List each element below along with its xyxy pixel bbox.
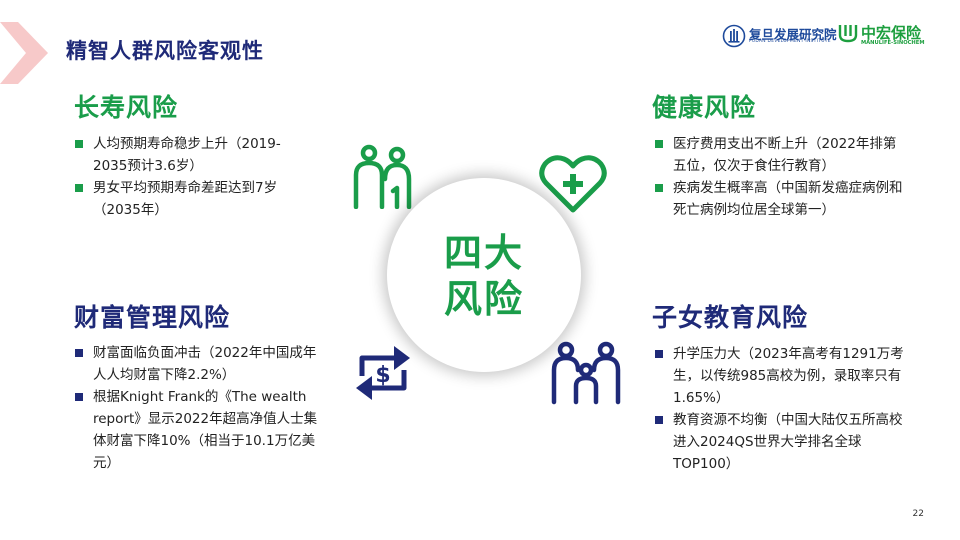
center-label: 四大 风险 [387, 230, 581, 322]
fudan-logo-text: 复旦发展研究院 [749, 27, 837, 42]
zhonghong-mark-icon [838, 25, 858, 43]
wealth-risk-title: 财富管理风险 [74, 303, 231, 332]
longevity-risk-title: 长寿风险 [74, 93, 179, 122]
education-risk-title: 子女教育风险 [652, 303, 809, 332]
zhonghong-logo-text: 中宏保险 [861, 24, 922, 42]
zhonghong-logo-subtext: MANULIFE-SINOCHEM [861, 40, 925, 46]
bullet-square-icon [655, 416, 663, 424]
zhonghong-logo: 中宏保险 MANULIFE-SINOCHEM [837, 22, 929, 48]
list-item: 医疗费用支出不断上升（2022年排第五位，仅次于食住行教育） [654, 133, 908, 177]
list-item: 人均预期寿命稳步上升（2019-2035预计3.6岁） [74, 133, 306, 177]
bullet-square-icon [75, 349, 83, 357]
bullet-square-icon [75, 140, 83, 148]
page-title: 精智人群风险客观性 [66, 39, 264, 63]
bullet-square-icon [655, 140, 663, 148]
list-item: 男女平均预期寿命差距达到7岁（2035年） [74, 177, 306, 221]
center-circle: 四大 风险 [387, 178, 581, 372]
dollar-exchange-icon: $ [356, 346, 410, 400]
bullet-square-icon [75, 184, 83, 192]
family-icon [551, 341, 621, 405]
elderly-couple-icon [353, 144, 412, 209]
education-risk-list: 升学压力大（2023年高考有1291万考生，以传统985高校为例，录取率只有1.… [654, 343, 908, 475]
health-risk-title: 健康风险 [652, 93, 757, 122]
health-risk-list: 医疗费用支出不断上升（2022年排第五位，仅次于食住行教育） 疾病发生概率高（中… [654, 133, 908, 221]
list-item: 升学压力大（2023年高考有1291万考生，以传统985高校为例，录取率只有1.… [654, 343, 908, 409]
longevity-risk-list: 人均预期寿命稳步上升（2019-2035预计3.6岁） 男女平均预期寿命差距达到… [74, 133, 306, 221]
list-item: 根据Knight Frank的《The wealth report》显示2022… [74, 386, 326, 474]
bullet-square-icon [655, 350, 663, 358]
center-label-line2: 风险 [443, 277, 524, 321]
list-item: 教育资源不均衡（中国大陆仅五所高校进入2024QS世界大学排名全球TOP100） [654, 409, 908, 475]
page-number: 22 [912, 509, 924, 519]
bullet-square-icon [655, 184, 663, 192]
chevron-decoration-icon [0, 22, 48, 84]
fudan-seal-icon [722, 24, 746, 48]
list-item: 财富面临负面冲击（2022年中国成年人人均财富下降2.2%） [74, 342, 326, 386]
fudan-logo: 复旦发展研究院 FUDAN DEVELOPMENT INSTITUTE [722, 24, 837, 48]
center-label-line1: 四大 [443, 231, 524, 275]
heart-plus-icon [539, 155, 607, 213]
wealth-risk-list: 财富面临负面冲击（2022年中国成年人人均财富下降2.2%） 根据Knight … [74, 342, 326, 474]
fudan-logo-subtext: FUDAN DEVELOPMENT INSTITUTE [749, 39, 831, 44]
svg-text:$: $ [375, 363, 390, 388]
bullet-square-icon [75, 393, 83, 401]
list-item: 疾病发生概率高（中国新发癌症病例和死亡病例均位居全球第一） [654, 177, 908, 221]
